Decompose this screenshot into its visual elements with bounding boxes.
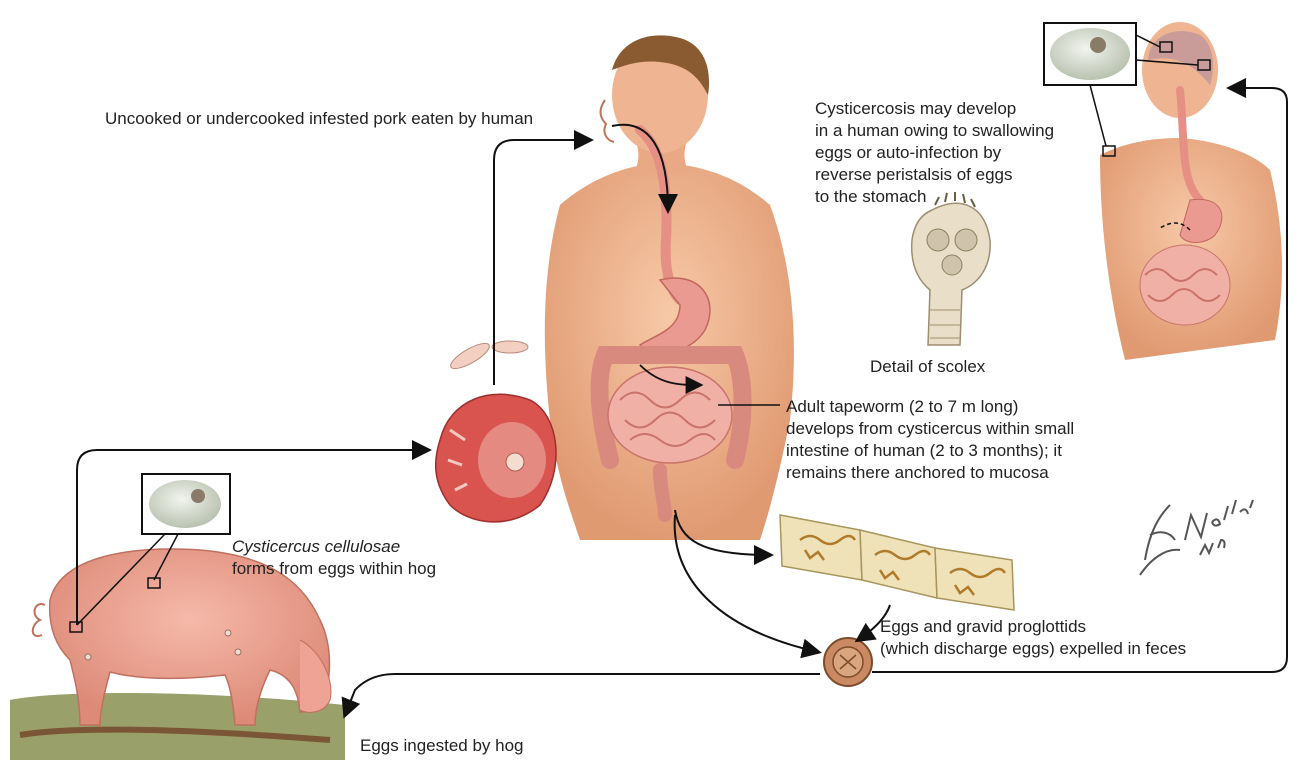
- label-cysticercus: Cysticercus cellulosae forms from eggs w…: [232, 536, 436, 580]
- netter-signature: [1139, 499, 1254, 576]
- cysticercosis-line-2: in a human owing to swallowing: [815, 121, 1055, 140]
- human-figure-cysticercosis: [1100, 22, 1282, 360]
- pig-figure: [10, 548, 345, 760]
- label-adult-tapeworm: Adult tapeworm (2 to 7 m long) develops …: [786, 396, 1074, 484]
- cysticercosis-line-3: eggs or auto-infection by: [815, 143, 1002, 162]
- eggs-expelled-line-2: (which discharge eggs) expelled in feces: [880, 639, 1187, 658]
- adult-line-3: intestine of human (2 to 3 months); it: [786, 441, 1062, 460]
- eggs-expelled-line-1: Eggs and gravid proglottids: [880, 617, 1087, 636]
- cysticercosis-line-4: reverse peristalsis of eggs: [815, 165, 1013, 184]
- scolex-detail: [910, 192, 991, 346]
- egg-in-feces: [823, 637, 873, 687]
- pork-sausages: [450, 340, 529, 370]
- adult-line-1: Adult tapeworm (2 to 7 m long): [786, 397, 1019, 416]
- label-eggs-expelled: Eggs and gravid proglottids (which disch…: [880, 616, 1186, 660]
- label-scolex: Detail of scolex: [870, 357, 986, 376]
- cyst-inset-top: [1043, 22, 1199, 147]
- gravid-proglottids: [779, 514, 1015, 611]
- cysticercus-name: Cysticercus cellulosae: [232, 537, 401, 556]
- cysticercosis-line-5: to the stomach: [815, 187, 927, 206]
- cysticercus-desc: forms from eggs within hog: [232, 559, 437, 578]
- cycle-arrows: [76, 78, 1288, 719]
- label-pork-eaten: Uncooked or undercooked infested pork ea…: [105, 109, 534, 128]
- label-eggs-ingested: Eggs ingested by hog: [360, 736, 524, 755]
- cyst-inset-pig: [76, 473, 231, 626]
- label-cysticercosis: Cysticercosis may develop in a human owi…: [815, 98, 1054, 208]
- human-figure: [544, 35, 794, 540]
- adult-line-2: develops from cysticercus within small: [786, 419, 1075, 438]
- adult-line-4: remains there anchored to mucosa: [786, 463, 1049, 482]
- cysticercosis-line-1: Cysticercosis may develop: [815, 99, 1017, 118]
- pork-ham: [434, 393, 557, 523]
